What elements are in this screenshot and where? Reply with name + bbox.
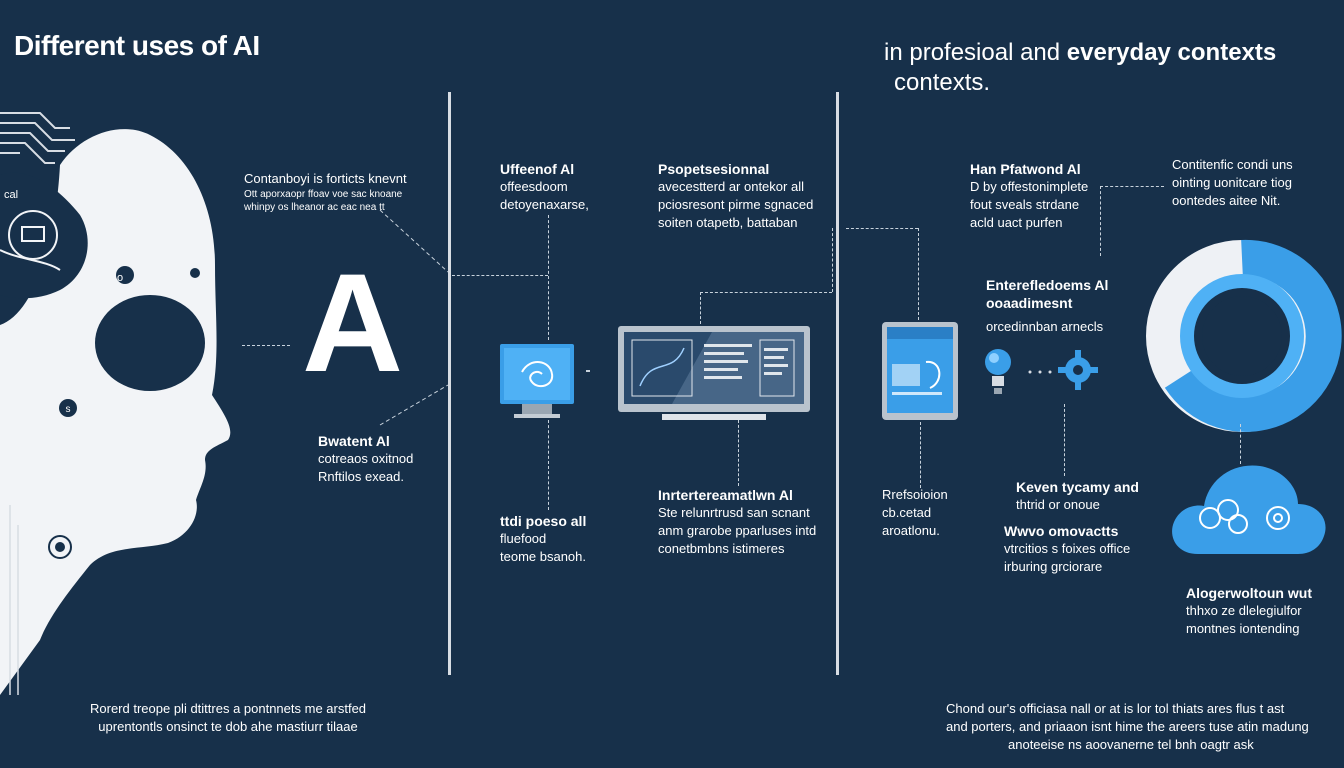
connector — [920, 422, 921, 488]
col3-bottom-text: Inrtertereamatlwn Al Ste relunrtrusd san… — [658, 487, 817, 556]
circuit-lines — [0, 112, 75, 164]
desktop-ai-icon — [500, 344, 574, 418]
big-letter-a: A — [302, 244, 404, 401]
page-title: Different uses of AI — [14, 30, 260, 61]
col5-top-text: Contitenfic condi uns ointing uonitcare … — [1172, 157, 1293, 208]
subtitle-line2: contexts. — [894, 69, 991, 96]
connector — [832, 228, 833, 292]
col4-middle-text: Enterefledoems Al ooaadimesnt orcedinnba… — [986, 277, 1109, 334]
connector — [846, 228, 918, 229]
col4-bottom-text-1: Keven tycamy and thtrid or onoue — [1016, 479, 1139, 512]
col3-top-text: Psopetsesionnal avecestterd ar ontekor a… — [658, 161, 814, 230]
tablet-icon — [882, 322, 958, 420]
divider-right — [836, 92, 839, 675]
chip-icon — [8, 210, 58, 260]
connector — [242, 345, 290, 346]
col4-top-text: Han Pfatwond Al D by offestonimplete fou… — [970, 161, 1089, 230]
col5-bottom-text: Alogerwoltoun wut thhxo ze dlelegiulfor … — [1186, 585, 1312, 636]
connector — [700, 292, 701, 324]
left-bottom-note: Bwatent Al cotreaos oxitnod Rnftilos exe… — [318, 433, 414, 484]
footer-left-text: Rorerd treope pli dtittres a pontnnets m… — [90, 701, 367, 734]
subtitle-plain: in profesioal and — [884, 39, 1067, 66]
col2-top-text: Uffeenof Al offeesdoom detoyenaxarse, — [500, 161, 589, 212]
connector — [452, 275, 548, 276]
cloud-gear-icon — [1172, 465, 1326, 554]
edge-label: cal — [4, 189, 19, 201]
connector — [1100, 186, 1164, 187]
col2-bottom-text: ttdi poeso all fluefood teome bsanoh. — [500, 513, 587, 564]
subtitle-bold: everyday contexts — [1066, 39, 1277, 66]
connector — [918, 228, 919, 320]
connector — [1100, 186, 1101, 256]
donut-chart-icon — [1146, 239, 1342, 432]
left-top-note: Contanboyi is forticts knevnt Ott aporxa… — [244, 171, 407, 213]
idea-bulb-icon — [985, 349, 1052, 394]
col4-bottom-text-2: Wwvo omovactts vtrcitios s foixes office… — [1004, 523, 1131, 574]
connector-diagonals — [379, 209, 449, 426]
gear-icon — [1058, 350, 1098, 390]
connector — [738, 420, 739, 486]
col4-left-bottom-text: Rrefsoioion cb.cetad aroatlonu. — [882, 487, 948, 538]
footer-right-text: Chond our's officiasa nall or at is lor … — [946, 701, 1309, 752]
connector — [1064, 404, 1065, 476]
connector — [1240, 424, 1241, 464]
face-label-o: o — [117, 272, 123, 284]
page-subtitle: in profesioal and everyday contexts cont… — [884, 38, 1276, 98]
connector — [548, 215, 549, 340]
divider-left — [448, 92, 451, 675]
face-label-s: s — [66, 404, 71, 415]
ai-head-illustration: o s — [0, 112, 231, 696]
connector — [700, 292, 832, 293]
connector — [548, 420, 549, 510]
monitor-dashboard-icon — [618, 326, 810, 420]
